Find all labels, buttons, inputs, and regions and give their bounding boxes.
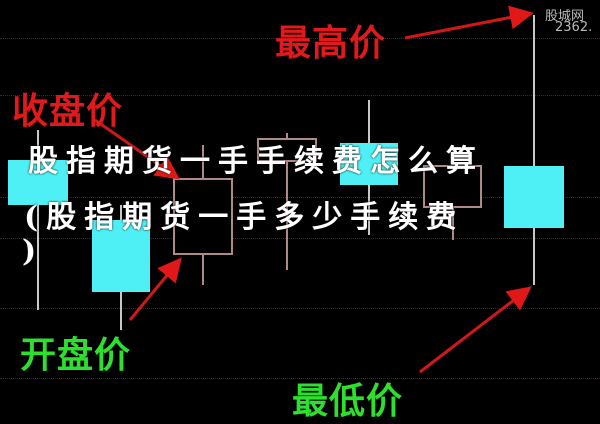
- grid-line: [0, 378, 600, 379]
- label-close-price: 收盘价: [12, 91, 124, 132]
- grid-line: [0, 95, 600, 96]
- title-line-1: 股指期货一手手续费怎么算: [28, 144, 484, 179]
- grid-line: [0, 238, 600, 239]
- candle-body-bearish: [173, 178, 233, 255]
- candle-wick: [286, 133, 288, 270]
- grid-line: [0, 197, 600, 198]
- candle-body-bearish: [423, 165, 482, 208]
- arrow-close: [94, 118, 180, 180]
- candle-body-bullish: [92, 220, 150, 292]
- watermark-site: 股城网: [545, 9, 585, 24]
- candle-body-bullish: [340, 143, 398, 185]
- arrow-highest: [404, 5, 534, 40]
- watermark-code: 2362.: [555, 20, 593, 35]
- label-lowest-price: 最低价: [292, 381, 404, 422]
- candle-wick: [533, 15, 535, 285]
- label-open-price: 开盘价: [20, 335, 132, 376]
- grid-line: [0, 308, 600, 309]
- arrow-open: [128, 257, 182, 321]
- title-line-3: ): [22, 234, 45, 269]
- arrow-lowest: [419, 286, 532, 374]
- title-line-2: (股指期货一手多少手续费: [24, 200, 465, 235]
- candle-body-bearish: [257, 138, 317, 162]
- candle-body-bullish: [504, 166, 564, 228]
- grid-line: [0, 38, 600, 39]
- candle-body-bullish: [8, 160, 68, 205]
- label-highest-price: 最高价: [275, 23, 387, 64]
- candle-wick: [37, 130, 39, 310]
